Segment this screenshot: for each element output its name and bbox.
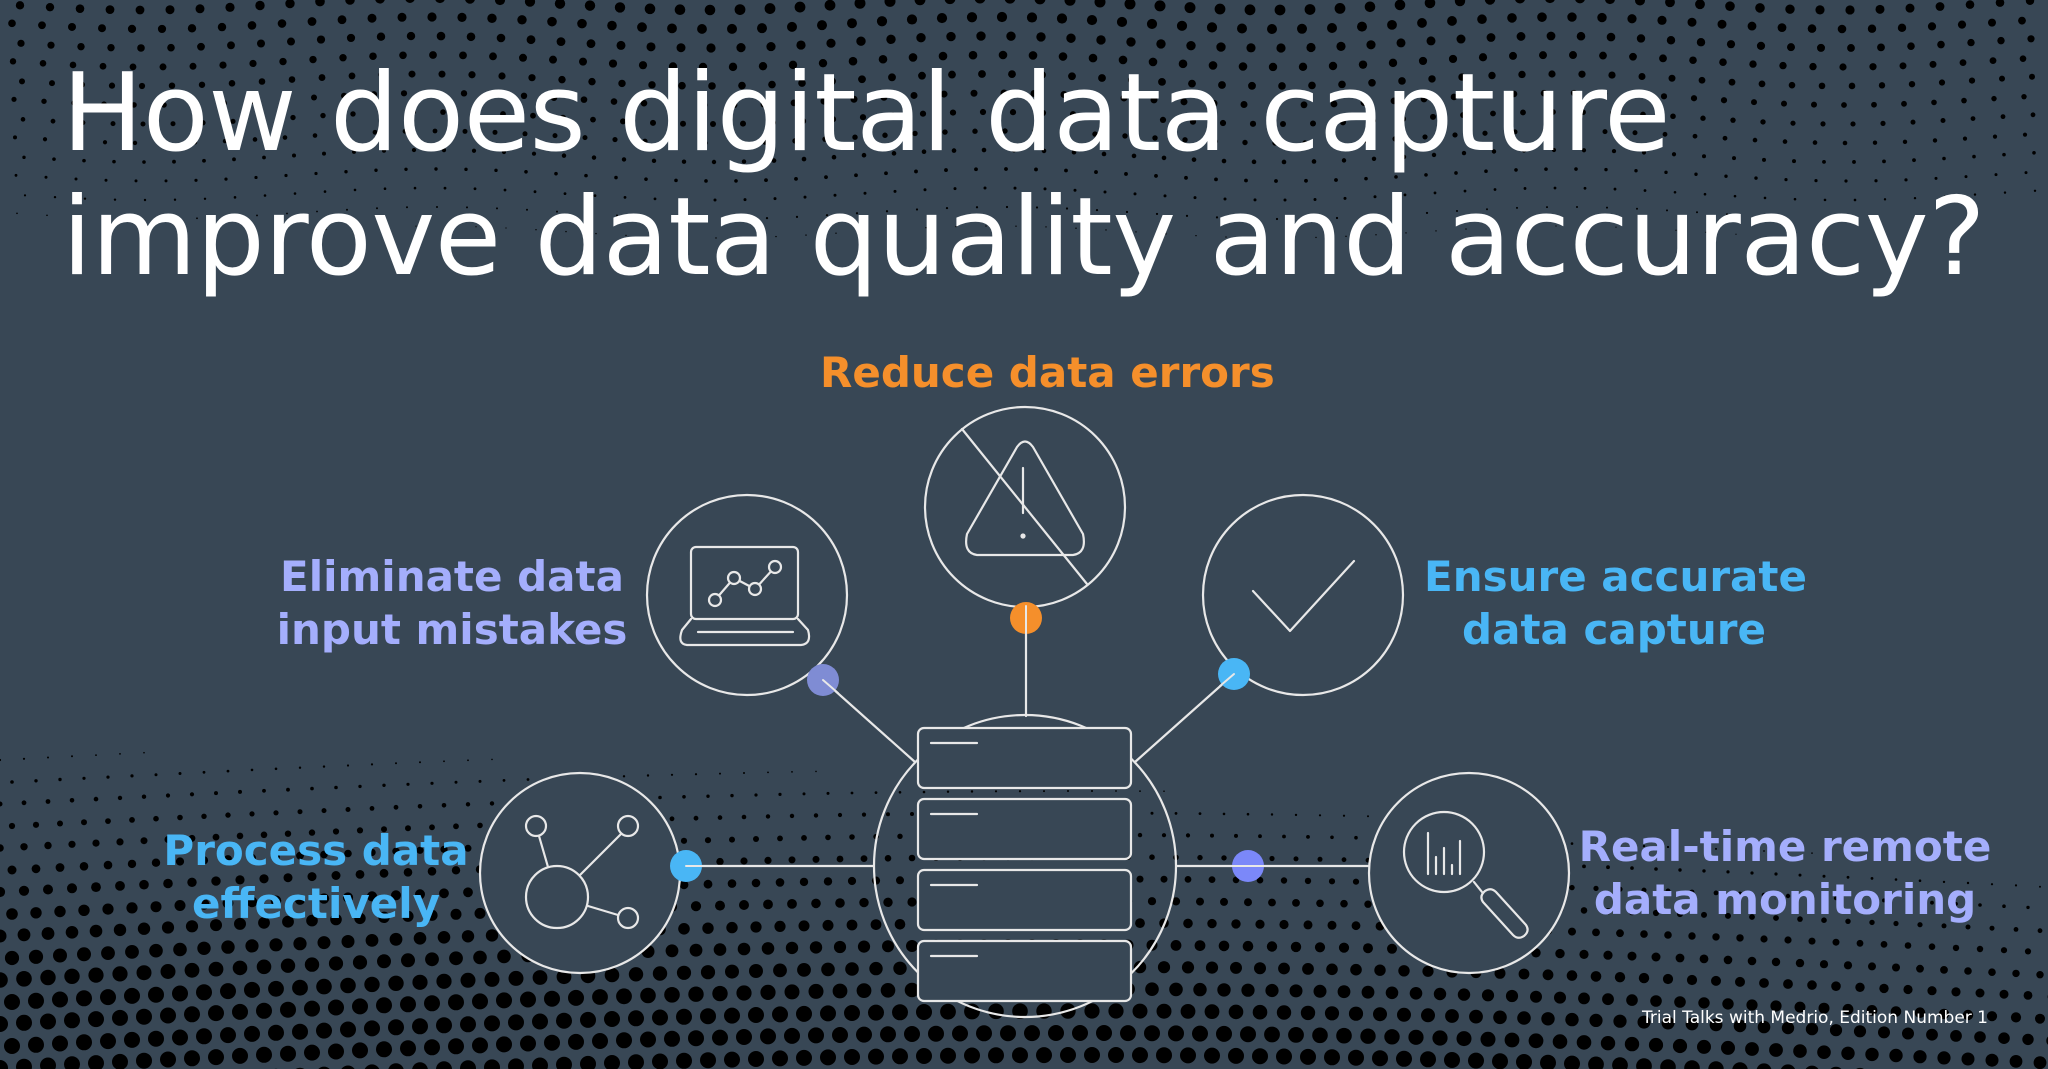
label-line: data monitoring [1593, 875, 1977, 924]
no-warning-icon [923, 405, 1127, 609]
page-title: How does digital data capture improve da… [62, 51, 1986, 300]
label-line: data capture [1462, 605, 1766, 654]
server-stack-icon [872, 713, 1178, 1019]
label-line: input mistakes [276, 605, 628, 654]
title-line-1: How does digital data capture [62, 51, 1671, 176]
magnifier-chart-icon [1367, 771, 1571, 975]
label-reduce-errors: Reduce data errors [820, 346, 1275, 399]
checkmark-icon [1201, 493, 1405, 697]
label-line: Eliminate data [280, 552, 624, 601]
label-ensure-accurate: Ensure accurate data capture [1424, 550, 1807, 656]
title-line-2: improve data quality and accuracy? [62, 175, 1986, 300]
network-nodes-icon [478, 771, 682, 975]
label-eliminate-mistakes: Eliminate data input mistakes [272, 550, 632, 656]
label-line: Process data [163, 826, 469, 875]
label-line: Reduce data errors [820, 348, 1275, 397]
label-line: effectively [191, 879, 440, 928]
label-line: Ensure accurate [1424, 552, 1807, 601]
laptop-chart-icon [645, 493, 849, 697]
label-process-data: Process data effectively [156, 824, 476, 930]
label-line: Real-time remote [1578, 822, 1992, 871]
footer-caption: Trial Talks with Medrio, Edition Number … [1641, 1008, 1988, 1028]
node-crosslines [685, 605, 1265, 867]
label-remote-monitoring: Real-time remote data monitoring [1570, 820, 2000, 926]
